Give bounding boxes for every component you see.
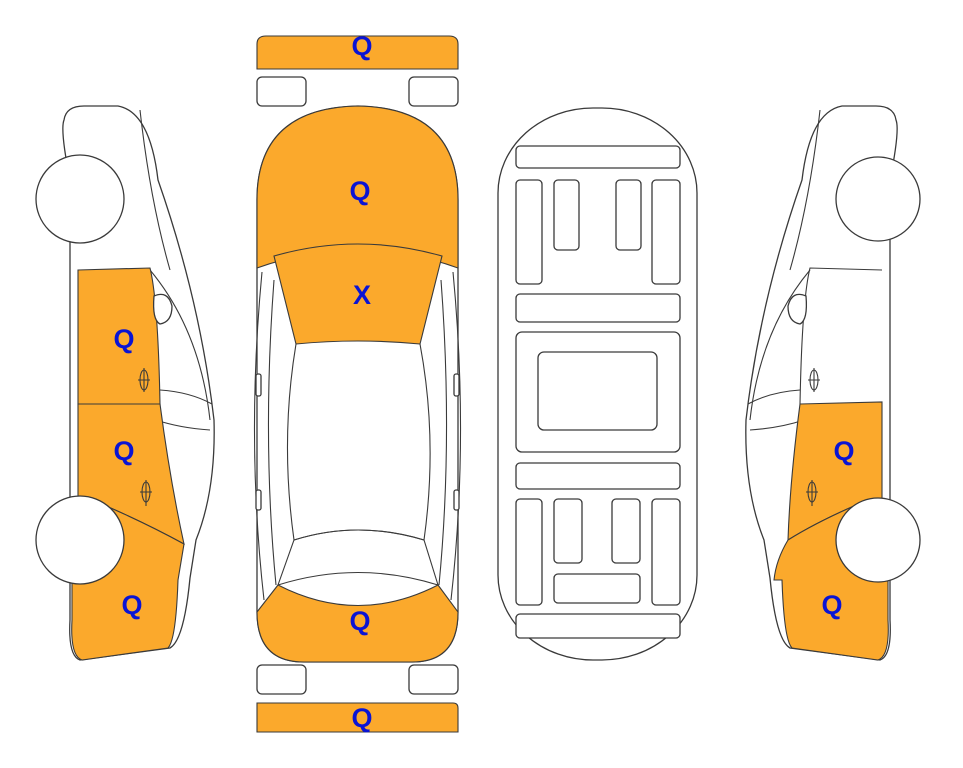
underside-rear-left-rail — [515, 498, 543, 606]
right-rear-wheel — [835, 497, 921, 583]
right-handle — [453, 489, 460, 511]
left-handle — [255, 489, 262, 511]
left-mirror-shape — [152, 293, 173, 325]
left-side-view: Q Q Q — [35, 105, 215, 661]
right-side-view: Q Q — [745, 105, 921, 661]
trunk-marker: Q — [349, 606, 370, 636]
rear-bumper-panel[interactable] — [256, 702, 459, 733]
underside-cross-bar-1 — [515, 293, 681, 323]
right-front-handle-grip — [809, 369, 819, 391]
underside-front-right-rail — [651, 179, 681, 285]
rear-bumper-marker: Q — [351, 703, 372, 733]
left-rear-quarter-marker: Q — [121, 590, 142, 620]
underside-rear-right-box — [611, 498, 641, 564]
underside-view — [497, 107, 698, 661]
right-rear-door-marker: Q — [833, 436, 854, 466]
front-bumper-panel[interactable] — [256, 35, 459, 70]
top-view: Q Q X Q Q — [253, 31, 462, 733]
right-rear-quarter-marker: Q — [821, 590, 842, 620]
right-roof-line — [789, 109, 821, 271]
underside-front-left-box — [553, 179, 580, 251]
underside-rear-left-box — [553, 498, 583, 564]
rear-right-light — [408, 664, 459, 695]
right-mirror — [453, 373, 460, 397]
underside-rear-box — [553, 573, 641, 604]
underside-front-bar — [515, 145, 681, 169]
front-left-light — [256, 76, 307, 107]
right-front-wheel — [835, 156, 921, 242]
hood-marker: Q — [349, 176, 370, 206]
left-front-handle-grip — [139, 369, 149, 391]
left-rear-wheel — [35, 495, 125, 585]
left-front-wheel — [35, 154, 125, 244]
left-front-door-marker: Q — [113, 324, 134, 354]
underside-front-right-box — [615, 179, 642, 251]
underside-cross-bar-2 — [515, 462, 681, 490]
right-side-contour — [438, 271, 462, 601]
underside-front-left-rail — [515, 179, 543, 285]
rear-left-light — [256, 664, 307, 695]
left-mirror — [255, 373, 262, 397]
underside-center-box — [537, 351, 658, 431]
underside-rear-bar — [515, 613, 681, 639]
windshield-marker: X — [353, 280, 371, 310]
left-rear-handle-grip — [141, 481, 151, 503]
right-mirror-shape — [787, 293, 808, 325]
front-right-light — [408, 76, 459, 107]
underside-rear-right-rail — [651, 498, 681, 606]
right-rear-handle-grip — [807, 481, 817, 503]
left-roof-line — [139, 109, 171, 271]
trunk-panel[interactable] — [256, 584, 459, 663]
front-bumper-marker: Q — [351, 31, 372, 61]
left-side-contour — [253, 271, 277, 601]
windshield-panel[interactable] — [273, 243, 443, 345]
left-rear-door-marker: Q — [113, 436, 134, 466]
